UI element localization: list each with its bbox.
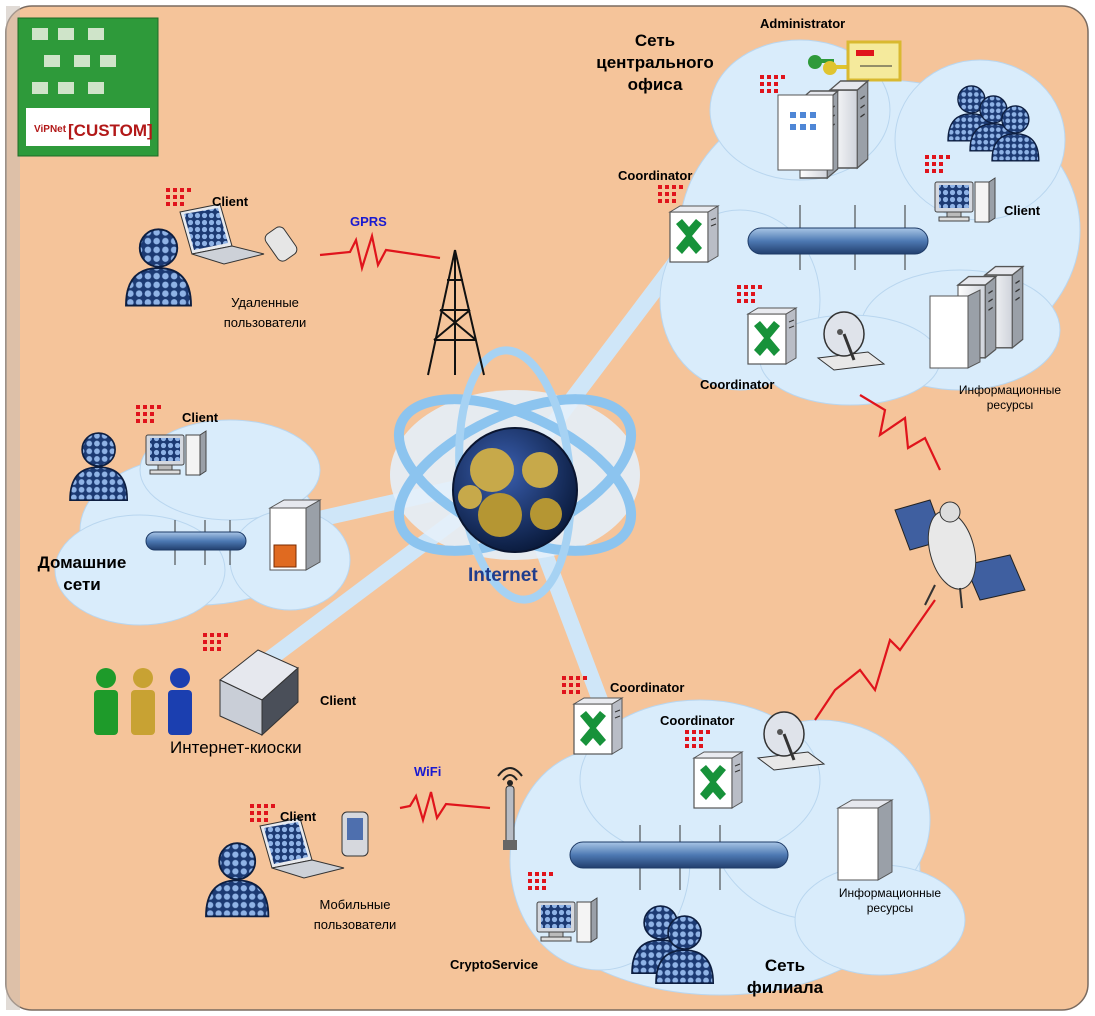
certificate-icon [846,40,902,82]
internet-label: Internet [468,565,538,586]
home-networks-title-line: сети [63,575,101,594]
branch-title: Сеть филиала [735,955,835,999]
gprs-label: GPRS [350,214,387,229]
vipnet-custom-logo: ViPNet [CUSTOM] [17,17,159,157]
admin-server-icon [777,80,869,179]
branch-lan-bus [569,825,789,890]
gprs-tower-icon [427,249,485,376]
central-office-cloud [659,39,1081,406]
coordinator-label: Coordinator [660,713,735,728]
central-office-title-line: Сеть [634,31,676,50]
coordinator-icon [669,205,719,263]
client-label: Client [320,693,357,708]
wireless-links [319,231,941,824]
pda-icon [341,811,369,857]
caption-line: пользователи [223,315,307,330]
logo-brand-text: ViPNet [34,124,67,135]
coordinator-icon [573,697,623,755]
client-label: Client [280,809,317,824]
administrator-key-icon [808,55,849,75]
resources-line: ресурсы [866,901,914,915]
mobile-users-caption: Мобильные пользователи [290,895,420,935]
kiosks-caption: Интернет-киоски [170,738,302,757]
mobile-phone-icon [264,226,298,262]
caption-line: пользователи [313,917,397,932]
branch-resources-caption: Информационные ресурсы [825,886,955,916]
central-office-title-line: офиса [627,75,683,94]
office-lan-bus [747,205,929,270]
coordinator-label: Coordinator [618,168,693,183]
resources-line: Информационные [958,383,1062,397]
resources-line: Информационные [838,886,942,900]
office-resources-icon [929,265,1024,369]
coordinator-icon [747,307,797,365]
administrator-label: Administrator [760,16,846,31]
coordinator-label: Coordinator [700,377,775,392]
logo-product-text: [CUSTOM] [68,121,153,140]
home-networks-title-line: Домашние [37,553,127,572]
client-label: Client [1004,203,1041,218]
branch-resources-icon [836,799,894,881]
client-label: Client [182,410,219,425]
home-networks-title: Домашние сети [22,552,142,596]
internet-globe [390,346,640,604]
resources-line: ресурсы [986,398,1034,412]
caption-line: Удаленные [231,295,299,310]
office-resources-caption: Информационные ресурсы [945,383,1075,413]
wifi-antenna-icon [497,767,523,850]
coordinator-icon [693,751,743,809]
client-label: Client [212,194,249,209]
cryptoservice-label: CryptoService [450,957,539,972]
central-office-title-line: центрального [596,53,714,72]
remote-users-caption: Удаленные пользователи [200,293,330,333]
satellite-icon [894,499,1026,609]
kiosk-users-icon [94,668,192,735]
home-lan-bus [145,520,247,565]
caption-line: Мобильные [319,897,391,912]
coordinator-label: Coordinator [610,680,685,695]
wifi-label: WiFi [414,764,442,779]
firewall-server-icon [268,499,322,571]
kiosk-terminal-icon [219,649,299,737]
branch-title-line: филиала [746,978,824,997]
central-office-title: Сеть центрального офиса [590,30,720,96]
branch-title-line: Сеть [764,956,806,975]
